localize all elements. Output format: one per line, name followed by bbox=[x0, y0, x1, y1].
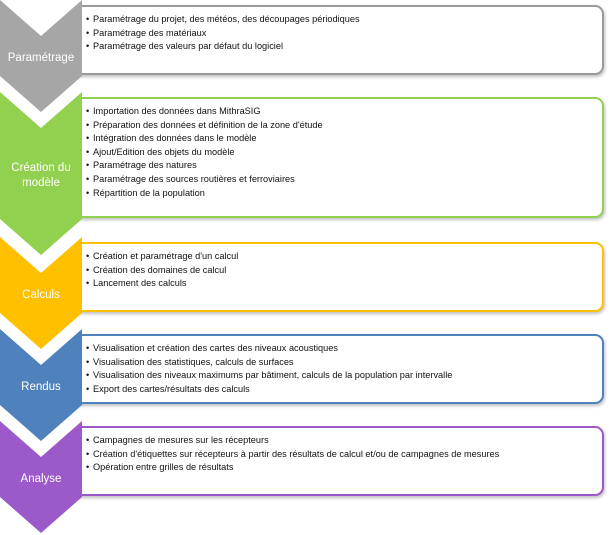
step-label-rendus: Rendus bbox=[21, 381, 61, 393]
step-item: Paramétrage des natures bbox=[86, 159, 592, 173]
step-label-analyse: Analyse bbox=[20, 473, 62, 485]
step-box-analyse: Campagnes de mesures sur les récepteursC… bbox=[72, 426, 604, 496]
step-item-list: Campagnes de mesures sur les récepteursC… bbox=[86, 434, 592, 475]
step-item: Préparation des données et définition de… bbox=[86, 119, 592, 133]
step-item: Ajout/Edition des objets du modèle bbox=[86, 146, 592, 160]
chevron-arrow-shape bbox=[0, 92, 82, 255]
step-label-creation-modele: Création du modèle bbox=[11, 161, 71, 189]
step-arrow-analyse bbox=[0, 421, 82, 533]
step-item-list: Paramétrage du projet, des météos, des d… bbox=[86, 13, 592, 54]
step-item: Paramétrage des valeurs par défaut du lo… bbox=[86, 40, 592, 54]
step-box-rendus: Visualisation et création des cartes des… bbox=[72, 334, 604, 404]
step-item: Paramétrage des matériaux bbox=[86, 27, 592, 41]
chevron-arrow-shape bbox=[0, 329, 82, 441]
chevron-fill bbox=[0, 237, 82, 349]
step-arrow-rendus bbox=[0, 329, 82, 441]
step-item-list: Création et paramétrage d'un calcul Créa… bbox=[86, 250, 592, 291]
step-item: Paramétrage du projet, des météos, des d… bbox=[86, 13, 592, 27]
chevron-arrow-shape bbox=[0, 0, 82, 112]
step-item: Paramétrage des sources routières et fer… bbox=[86, 173, 592, 187]
step-item: Importation des données dans MithraSIG bbox=[86, 105, 592, 119]
chevron-fill bbox=[0, 421, 82, 533]
step-box-parametrage: Paramétrage du projet, des météos, des d… bbox=[72, 5, 604, 75]
step-item: Visualisation des statistiques, calculs … bbox=[86, 356, 592, 370]
step-arrow-creation-modele bbox=[0, 92, 82, 255]
chevron-fill bbox=[0, 92, 82, 255]
step-item-list: Importation des données dans MithraSIGPr… bbox=[86, 105, 592, 200]
step-item-list: Visualisation et création des cartes des… bbox=[86, 342, 592, 396]
step-item: Export des cartes/résultats des calculs bbox=[86, 383, 592, 397]
step-item: Création des domaines de calcul bbox=[86, 264, 592, 278]
step-item: Intégration des données dans le modèle bbox=[86, 132, 592, 146]
chevron-fill bbox=[0, 329, 82, 441]
chevron-arrow-shape bbox=[0, 237, 82, 349]
chevron-arrow-shape bbox=[0, 421, 82, 533]
step-item: Visualisation des niveaux maximums par b… bbox=[86, 369, 592, 383]
step-item: Campagnes de mesures sur les récepteurs bbox=[86, 434, 592, 448]
step-item: Lancement des calculs bbox=[86, 277, 592, 291]
step-item: Visualisation et création des cartes des… bbox=[86, 342, 592, 356]
step-arrow-parametrage bbox=[0, 0, 82, 112]
step-label-parametrage: Paramétrage bbox=[7, 52, 75, 64]
chevron-fill bbox=[0, 0, 82, 112]
step-item: Opération entre grilles de résultats bbox=[86, 461, 592, 475]
step-box-calculs: Création et paramétrage d'un calcul Créa… bbox=[72, 242, 604, 312]
step-item: Création d'étiquettes sur récepteurs à p… bbox=[86, 448, 592, 462]
step-label-calculs: Calculs bbox=[22, 289, 60, 301]
step-item: Création et paramétrage d'un calcul bbox=[86, 250, 592, 264]
step-item: Répartition de la population bbox=[86, 187, 592, 201]
step-arrow-calculs bbox=[0, 237, 82, 349]
step-box-creation-modele: Importation des données dans MithraSIGPr… bbox=[72, 97, 604, 218]
